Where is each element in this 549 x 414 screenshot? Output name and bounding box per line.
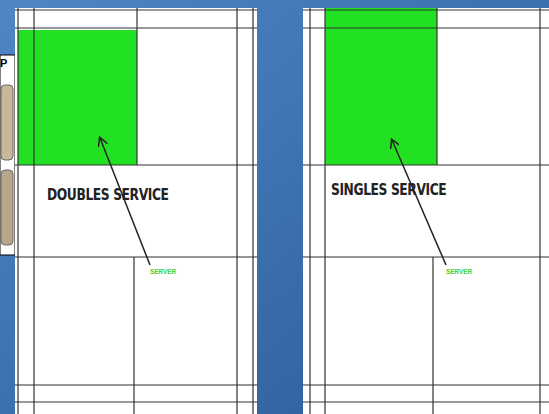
- server-label: SERVER: [446, 268, 472, 276]
- singles-court: [303, 8, 549, 414]
- fragment-text: P: [0, 58, 7, 69]
- service-title: DOUBLES SERVICE: [47, 188, 169, 203]
- service-title: SINGLES SERVICE: [331, 183, 446, 198]
- thumbnail-strip: [0, 55, 15, 255]
- server-label: SERVER: [150, 268, 176, 276]
- doubles-court: [15, 8, 257, 414]
